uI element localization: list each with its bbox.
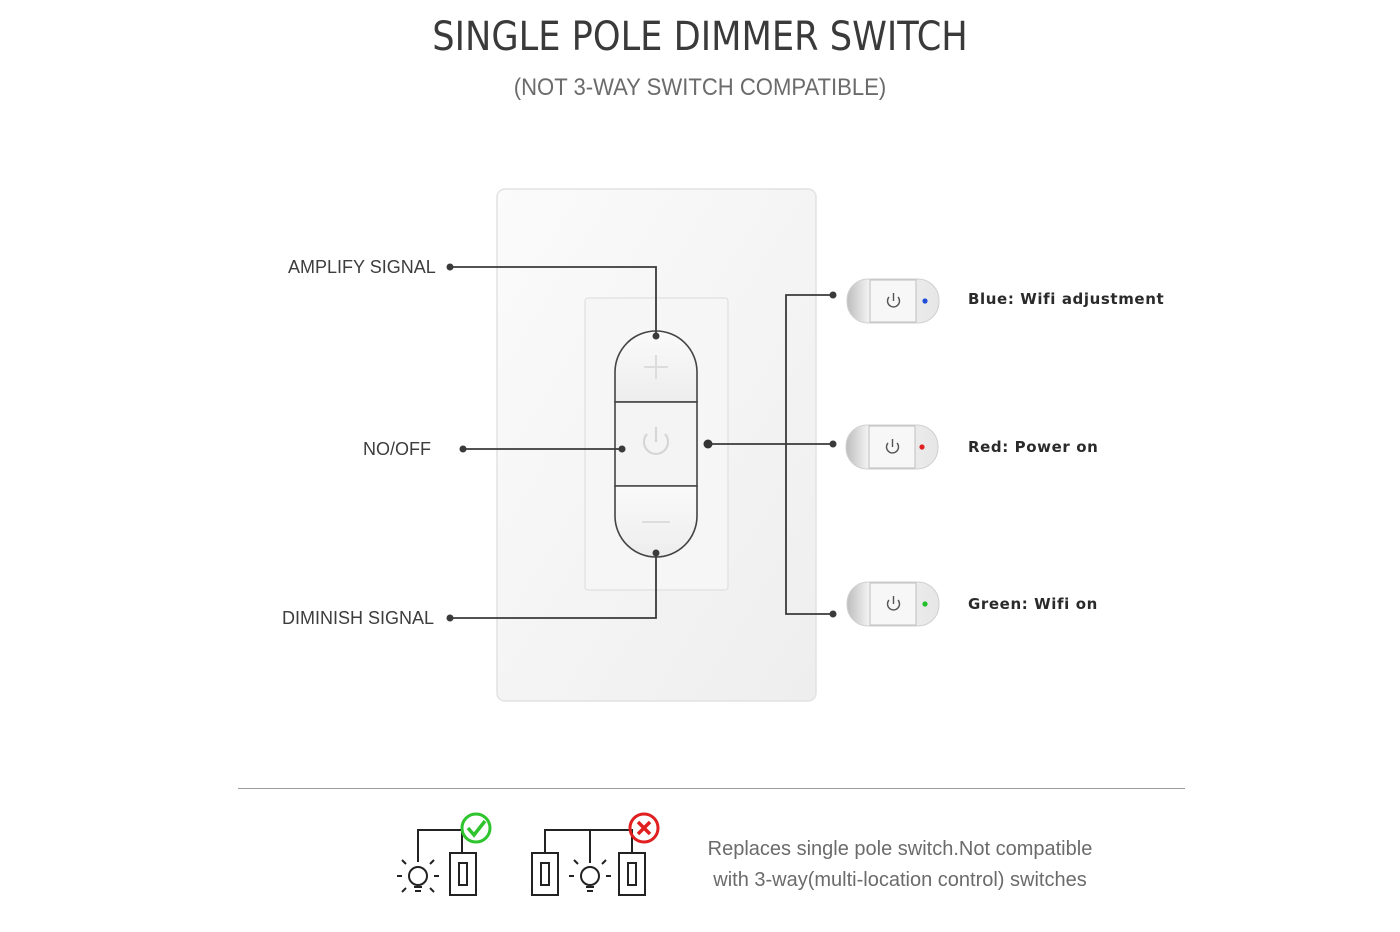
green-led [922, 601, 928, 607]
diminish-signal-label: DIMINISH SIGNAL [282, 608, 435, 628]
compatibility-note-line-1: Replaces single pole switch.Not compatib… [707, 838, 1093, 860]
minus-button[interactable] [614, 485, 698, 558]
callout-lines-right [708, 294, 833, 615]
blue-indicator-label: Blue: Wifi adjustment [968, 290, 1165, 308]
amplify-signal-label: AMPLIFY SIGNAL [288, 257, 436, 277]
mini-switch-green [846, 581, 940, 627]
three-way-wiring-icon [531, 829, 646, 896]
power-icon [886, 293, 901, 308]
single-pole-wiring-icon [397, 829, 477, 896]
callout-lines-left [450, 266, 657, 619]
bulb-icon [569, 859, 611, 892]
compatibility-note: Replaces single pole switch.Not compatib… [690, 834, 1110, 896]
red-led [919, 444, 925, 450]
red-indicator-label: Red: Power on [968, 438, 1099, 456]
callout-dots-right [829, 291, 837, 618]
compatibility-note-line-2: with 3-way(multi-location control) switc… [713, 869, 1087, 891]
blue-led [922, 298, 928, 304]
page-title: SINGLE POLE DIMMER SWITCH [432, 14, 968, 60]
callout-dots-left [446, 263, 660, 622]
green-indicator-label: Green: Wifi on [968, 595, 1098, 613]
page-subtitle: (NOT 3-WAY SWITCH COMPATIBLE) [513, 74, 887, 101]
section-divider [238, 788, 1185, 789]
power-icon [642, 427, 670, 456]
check-icon [460, 812, 492, 844]
plus-icon [644, 355, 668, 379]
mini-switch-blue [846, 278, 940, 324]
power-button[interactable] [614, 401, 698, 487]
bulb-icon [397, 859, 439, 893]
on-off-label: NO/OFF [363, 439, 431, 459]
plus-button[interactable] [614, 330, 698, 403]
cross-icon [628, 812, 660, 844]
mini-switch-red [845, 424, 939, 470]
power-icon [885, 439, 900, 454]
power-icon [886, 596, 901, 611]
